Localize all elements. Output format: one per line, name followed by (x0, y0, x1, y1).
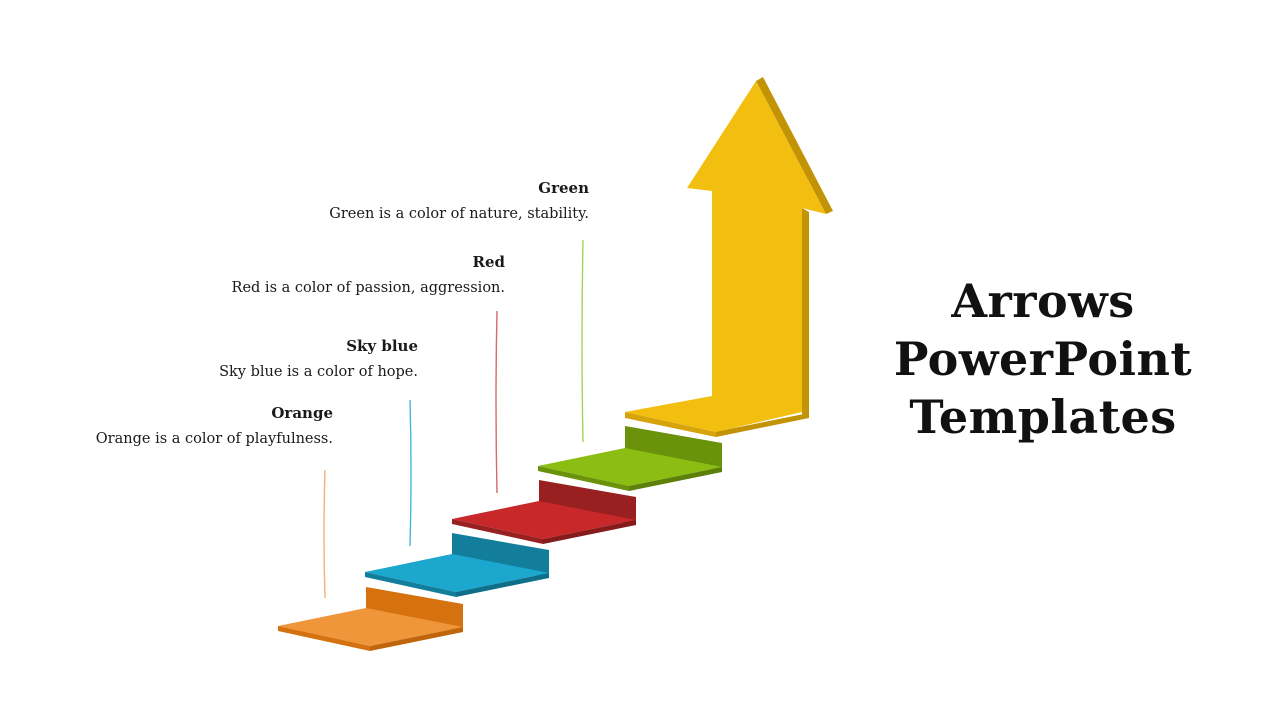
label-orange-description: Orange is a color of playfulness. (95, 431, 333, 447)
label-red: Red Red is a color of passion, aggressio… (232, 252, 505, 298)
step-orange-front-right (370, 627, 463, 651)
step-sky-blue-front-right (456, 573, 549, 597)
step-sky-blue-front (365, 572, 456, 597)
step-green-front-right (629, 467, 722, 491)
arrow-bottom-side (714, 413, 809, 437)
slide-title-line-3: Templates (909, 390, 1177, 444)
label-orange-title: Orange (271, 404, 333, 422)
step-sky-blue-tread (365, 554, 549, 592)
step-red-riser (539, 480, 636, 525)
connector-line-red (495, 310, 498, 494)
arrow-face (625, 81, 826, 432)
yellow-arrow (625, 77, 833, 437)
label-sky-blue-description: Sky blue is a color of hope. (219, 364, 418, 380)
label-green-description: Green is a color of nature, stability. (329, 206, 589, 222)
label-sky-blue-title: Sky blue (346, 337, 418, 355)
step-orange-tread (278, 608, 463, 646)
step-orange-riser (366, 587, 463, 632)
label-green-title: Green (538, 179, 589, 197)
arrow-shaft-side (802, 208, 809, 418)
step-green-tread (538, 448, 722, 486)
connector-line-orange (323, 469, 326, 599)
slide-title-line-1: Arrows (951, 274, 1135, 328)
step-orange (278, 587, 463, 651)
label-sky-blue: Sky blue Sky blue is a color of hope. (219, 336, 418, 382)
step-red (452, 480, 636, 544)
step-red-front (452, 519, 543, 544)
slide-title-line-2: PowerPoint (893, 332, 1193, 386)
step-green-front (538, 466, 629, 491)
step-green (538, 426, 722, 491)
connector-line-sky-blue (409, 399, 412, 547)
step-sky-blue (365, 533, 549, 597)
arrow-head-side (756, 77, 833, 214)
step-green-riser (625, 426, 722, 471)
label-orange: Orange Orange is a color of playfulness. (96, 403, 333, 449)
label-red-description: Red is a color of passion, aggression. (231, 280, 505, 296)
step-sky-blue-riser (452, 533, 549, 578)
connector-line-green (581, 239, 584, 443)
step-orange-front (278, 626, 370, 651)
step-red-front-right (543, 520, 636, 544)
arrow-bottom-front (625, 412, 716, 437)
step-red-tread (452, 501, 636, 539)
label-green: Green Green is a color of nature, stabil… (329, 178, 589, 224)
label-red-title: Red (472, 253, 506, 271)
slide-title: Arrows PowerPoint Templates (880, 272, 1206, 446)
